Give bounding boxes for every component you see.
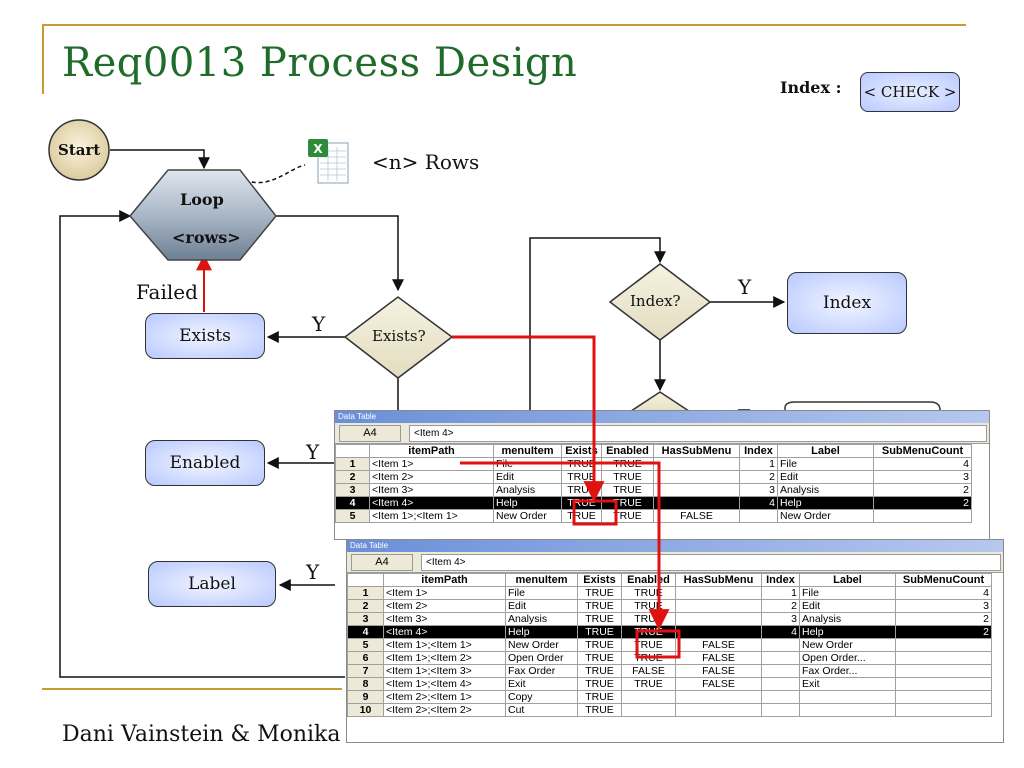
- cell-reference-field[interactable]: A4: [339, 425, 401, 442]
- table-cell[interactable]: Help: [799, 625, 896, 639]
- connector-to-index: [529, 237, 666, 410]
- data-table-front-title: Data Table: [347, 540, 1003, 552]
- title-side-rule: [42, 24, 44, 94]
- index-yes-label: Y: [738, 275, 752, 299]
- row-number-cell[interactable]: 7: [347, 664, 384, 678]
- highlight-arrow-enabled: [460, 461, 670, 631]
- hidden-decision-partial: [624, 391, 696, 416]
- index-decision-node: [608, 263, 712, 341]
- connector-start-loop: [110, 149, 210, 170]
- table-cell[interactable]: <Item 4>: [369, 496, 494, 510]
- process-label: Label: [148, 561, 276, 607]
- column-header[interactable]: HasSubMenu: [653, 444, 740, 458]
- title-top-rule: [42, 24, 966, 26]
- row-number-header[interactable]: [347, 573, 384, 587]
- hidden-process-partial: [784, 401, 941, 411]
- table-cell[interactable]: Cut: [505, 703, 578, 717]
- label-yes-label: Y: [306, 560, 320, 584]
- data-table-front-cellbar: A4 <Item 4>: [347, 552, 1003, 573]
- svg-text:X: X: [313, 142, 323, 156]
- row-number-cell[interactable]: 5: [347, 638, 384, 652]
- column-header[interactable]: Enabled: [621, 573, 676, 587]
- table-cell[interactable]: 2: [895, 625, 992, 639]
- table-cell[interactable]: Help: [505, 625, 578, 639]
- table-cell[interactable]: 4: [739, 496, 778, 510]
- footer-rule: [42, 688, 342, 690]
- check-button[interactable]: < CHECK >: [860, 72, 960, 112]
- cell-value-field[interactable]: <Item 4>: [421, 554, 1001, 571]
- row-number-cell[interactable]: 10: [347, 703, 384, 717]
- footer-authors: Dani Vainstein & Monika: [62, 722, 341, 747]
- highlight-arrow-exists: [452, 335, 605, 503]
- excel-spreadsheet-icon: X: [306, 137, 352, 185]
- exists-decision-label: Exists?: [372, 327, 426, 345]
- cell-reference-field[interactable]: A4: [351, 554, 413, 571]
- column-header[interactable]: menuItem: [493, 444, 562, 458]
- page-title: Req0013 Process Design: [62, 40, 578, 86]
- row-number-cell[interactable]: 1: [335, 457, 370, 471]
- start-node: [48, 119, 110, 181]
- index-label: Index :: [780, 78, 842, 97]
- column-header[interactable]: Index: [761, 573, 800, 587]
- highlight-box-exists: [572, 499, 618, 526]
- table-cell[interactable]: Help: [493, 496, 562, 510]
- data-table-back-title: Data Table: [335, 411, 989, 423]
- table-cell[interactable]: [653, 496, 740, 510]
- index-decision-label: Index?: [630, 292, 681, 310]
- connector-loop-excel: [244, 164, 306, 184]
- loop-label-2: <rows>: [172, 228, 241, 247]
- loop-label-1: Loop: [180, 190, 224, 209]
- process-index: Index: [787, 272, 907, 334]
- row-number-cell[interactable]: 5: [335, 509, 370, 523]
- connector-loop-exists: [275, 215, 404, 292]
- enabled-yes-label: Y: [306, 440, 320, 464]
- process-enabled: Enabled: [145, 440, 265, 486]
- loop-node: [129, 169, 277, 261]
- row-number-cell[interactable]: 4: [347, 625, 384, 639]
- connector-loop-back: [59, 210, 345, 678]
- row-number-cell[interactable]: 1: [347, 586, 384, 600]
- data-table-back-cellbar: A4 <Item 4>: [335, 423, 989, 444]
- column-header[interactable]: Label: [777, 444, 874, 458]
- row-number-cell[interactable]: 2: [347, 599, 384, 613]
- table-cell[interactable]: 2: [873, 496, 972, 510]
- process-exists: Exists: [145, 313, 265, 359]
- column-header[interactable]: Index: [739, 444, 778, 458]
- rows-note: <n> Rows: [372, 150, 480, 174]
- column-header[interactable]: Exists: [577, 573, 622, 587]
- table-cell[interactable]: FALSE: [653, 509, 740, 523]
- table-cell[interactable]: [873, 509, 972, 523]
- table-cell[interactable]: <Item 1>;<Item 1>: [369, 509, 494, 523]
- highlight-box-enabled: [635, 629, 681, 659]
- exists-yes-label: Y: [312, 312, 326, 336]
- start-label: Start: [58, 141, 101, 159]
- table-cell[interactable]: [895, 703, 992, 717]
- cell-value-field[interactable]: <Item 4>: [409, 425, 987, 442]
- column-header[interactable]: Label: [799, 573, 896, 587]
- failed-label: Failed: [136, 280, 198, 304]
- column-header[interactable]: SubMenuCount: [895, 573, 992, 587]
